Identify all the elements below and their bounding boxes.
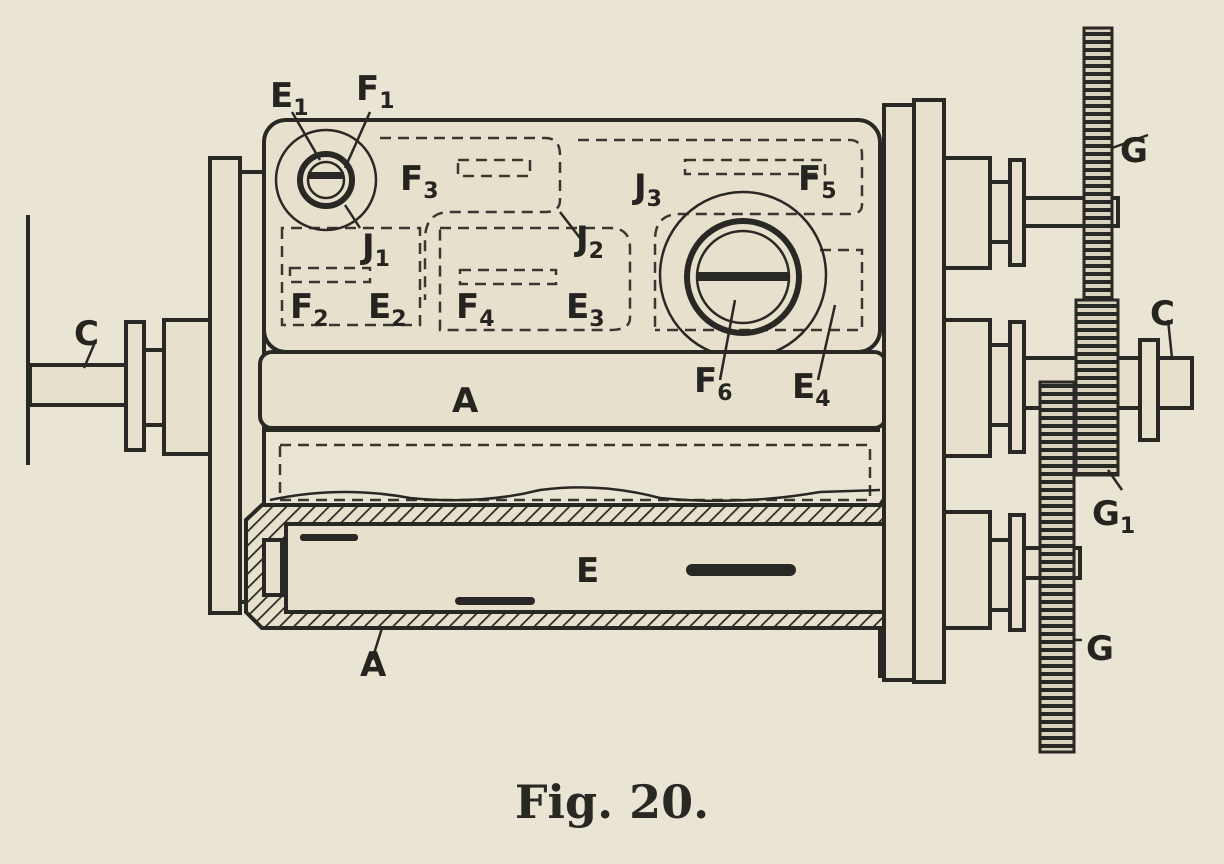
tank-mark-3 <box>686 564 796 576</box>
bearing-top-neck <box>988 180 1012 244</box>
gear-g1 <box>1074 298 1120 477</box>
label-f6: F6 <box>694 361 733 406</box>
leader-f6 <box>718 299 737 381</box>
leader-c-right <box>1166 319 1174 359</box>
figure-caption: Fig. 20. <box>514 775 710 829</box>
shaft-mid-end-collar <box>1138 338 1160 442</box>
valve-e1-slot <box>308 172 344 179</box>
bearing-bottom-collar <box>1008 513 1026 632</box>
leader-j1 <box>343 204 362 229</box>
label-e3: E3 <box>566 287 605 332</box>
valve-e1-housing <box>274 128 378 232</box>
chamber-f5 <box>578 138 864 330</box>
label-g-top: G <box>1120 131 1148 171</box>
gears <box>1038 26 1120 754</box>
left-shaft-rod <box>28 363 132 407</box>
bearing-bottom-neck <box>988 538 1012 612</box>
trough-dashed-outline <box>278 443 872 502</box>
leader-g-top <box>1111 133 1149 150</box>
leader-e4 <box>816 304 837 381</box>
label-j2: J2 <box>574 219 604 264</box>
slot-f5 <box>683 158 827 176</box>
label-e4: E4 <box>792 367 831 412</box>
label-e-main: E <box>576 551 599 591</box>
label-g1: G1 <box>1092 494 1135 539</box>
right-frame-outer-plate <box>912 98 946 684</box>
label-e2: E2 <box>368 287 407 332</box>
valve-e1-ring <box>297 151 355 209</box>
tank-section <box>244 451 922 678</box>
label-e1: E1 <box>270 76 309 121</box>
bearing-bottom <box>942 510 992 630</box>
labels: E1 F1 F3 J1 J2 J3 F5 F2 E2 F4 E3 F6 E4 G… <box>74 69 1175 685</box>
label-f2: F2 <box>290 287 329 332</box>
valve-e4-bore <box>695 229 791 325</box>
leader-f1 <box>343 111 372 169</box>
chamber-f4 <box>438 226 632 332</box>
label-a-bottom: A <box>360 645 387 685</box>
right-frame-plate <box>882 103 916 682</box>
label-c-right: C <box>1150 294 1175 334</box>
label-f1: F1 <box>356 69 395 114</box>
label-f5: F5 <box>798 159 837 204</box>
bearing-mid <box>942 318 992 458</box>
valve-e1 <box>274 128 378 232</box>
bearing-mid-neck <box>988 343 1012 427</box>
chamber-f2 <box>280 226 422 327</box>
leader-j2 <box>559 211 581 239</box>
valve-e4-ring <box>684 218 802 336</box>
tank-interior <box>284 522 922 614</box>
bearing-mid-collar <box>1008 320 1026 454</box>
leader-g1 <box>1106 469 1124 491</box>
leader-a-bottom <box>370 627 384 661</box>
left-shaft <box>26 215 214 465</box>
valve-e4-slot <box>698 272 788 281</box>
label-c-left: C <box>74 314 99 354</box>
tank-end-cap <box>262 538 284 597</box>
gear-g-bottom <box>1038 380 1076 754</box>
lower-trough <box>262 428 881 503</box>
label-j3: J3 <box>632 167 662 212</box>
tank-mark-2 <box>455 597 535 605</box>
left-frame-plate <box>208 156 242 615</box>
leader-e1 <box>290 111 322 161</box>
label-f3: F3 <box>400 159 439 204</box>
slot-f3 <box>456 158 532 178</box>
bearing-top <box>942 156 992 270</box>
label-j1: J1 <box>360 227 390 272</box>
leader-c-left <box>82 339 98 369</box>
gear-g-top <box>1082 26 1114 310</box>
left-shaft-collar <box>124 320 146 452</box>
liquid-surface <box>269 486 881 503</box>
left-shaft-ring <box>142 348 166 427</box>
bearing-top-collar <box>1008 158 1026 267</box>
label-g-bottom: G <box>1086 629 1114 669</box>
tank-mark-1 <box>300 534 358 541</box>
label-a-mid: A <box>452 381 479 421</box>
leader-lines <box>82 111 1174 661</box>
valve-e1-bore <box>306 160 346 200</box>
left-bearing-hub <box>162 318 214 456</box>
slot-f2 <box>288 266 372 284</box>
label-f4: F4 <box>456 287 495 332</box>
